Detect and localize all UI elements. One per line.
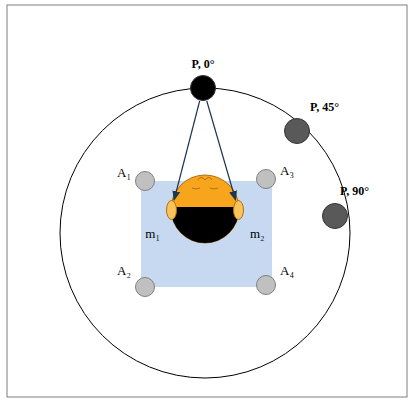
sound-path-arrow [174,101,200,200]
array-element: A₃ [256,169,276,189]
element-label: A₂ [117,263,131,278]
source-label: P, 90° [340,184,369,199]
source-point-shape [190,75,216,101]
array-element-shape [256,169,276,189]
ear-microphone: m₂ [233,200,244,220]
source-point: P, 0° [190,75,216,101]
element-label: A₄ [280,263,294,278]
head [171,175,239,243]
head-lower [171,207,239,243]
array-element-shape [135,171,155,191]
array-element-shape [135,277,155,297]
ear-microphone: m₁ [166,200,177,220]
nose-mark [198,178,212,181]
source-circle [60,88,350,378]
element-label: m₂ [250,226,265,241]
sound-path-arrow [207,101,236,200]
element-label: A₁ [117,165,131,180]
eye-mark [192,188,218,189]
source-label: P, 45° [310,100,339,115]
array-element: A₁ [135,171,155,191]
source-point-shape [284,118,310,144]
array-element: A₄ [256,275,276,295]
source-point-shape [322,203,348,229]
frame [7,5,407,397]
source-point: P, 45° [284,118,310,144]
source-label: P, 0° [191,57,214,72]
ear-microphone-shape [166,200,177,220]
element-label: A₃ [280,163,294,178]
source-point: P, 90° [322,203,348,229]
array-element: A₂ [135,277,155,297]
array-element-shape [256,275,276,295]
ear-microphone-shape [233,200,244,220]
element-label: m₁ [145,226,160,241]
